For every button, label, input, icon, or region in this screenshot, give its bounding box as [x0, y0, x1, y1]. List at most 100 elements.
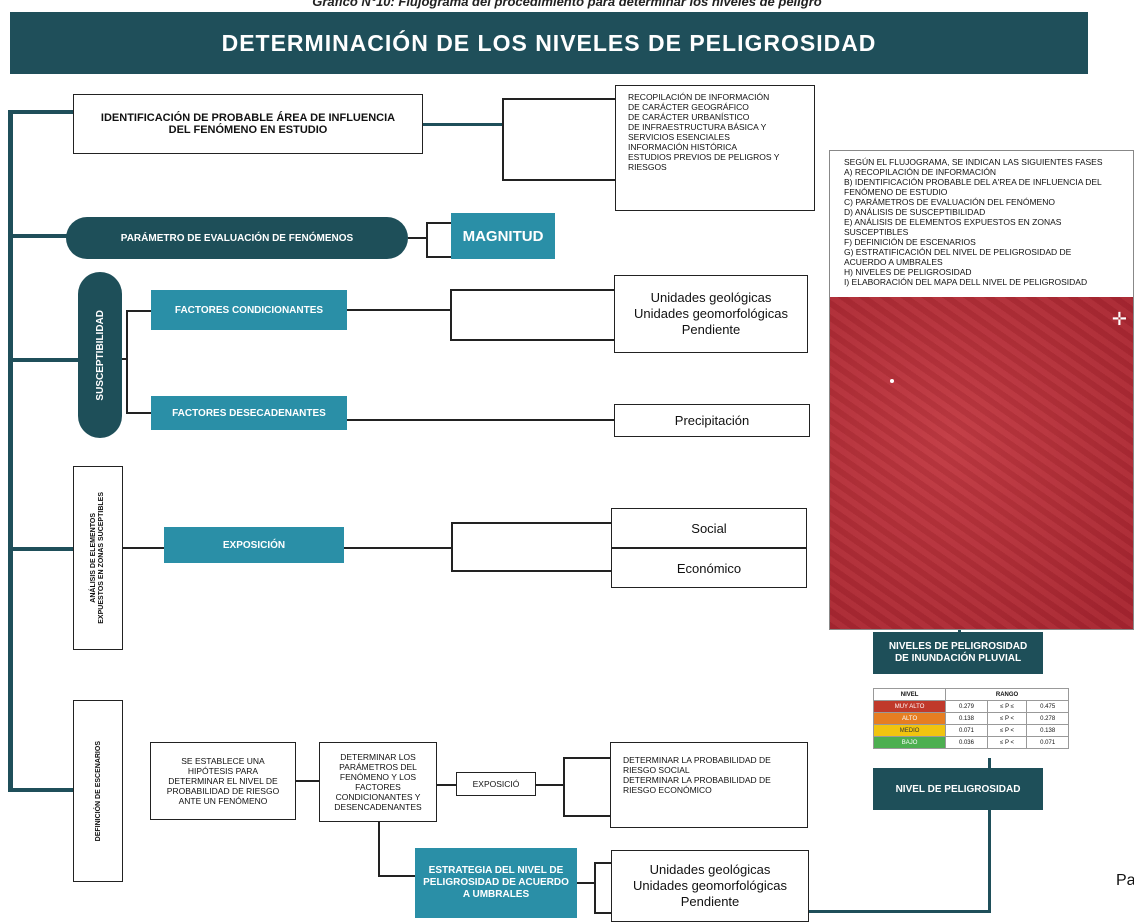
info-line: ESTUDIOS PREVIOS DE PELIGROS Y: [628, 152, 780, 162]
magnitud-box: MAGNITUD: [451, 213, 555, 259]
branch-escenarios: [8, 788, 74, 792]
magnitud-label: MAGNITUD: [462, 227, 544, 245]
fase-line: E) ANÁLISIS DE ELEMENTOS EXPUESTOS EN ZO…: [844, 217, 1062, 227]
parametro-connector: [408, 237, 426, 239]
exposicion-bracket: [451, 522, 453, 572]
hipotesis-connector: [296, 780, 320, 782]
parametro-bracket: [426, 222, 428, 258]
exposicion-label: EXPOSICIÓN: [222, 539, 286, 551]
probabilidad-economico: DETERMINAR LA PROBABILIDAD DE RIESGO ECO…: [623, 775, 771, 795]
susceptibilidad-connector: [122, 358, 128, 360]
table-header-nivel: NIVEL: [872, 688, 947, 701]
hipotesis-label: SE ESTABLECE UNA HIPÓTESIS PARA DETERMIN…: [166, 756, 280, 806]
exposicion-connector-right: [344, 547, 452, 549]
info-line: DE CARÁCTER URBANÍSTICO: [628, 112, 750, 122]
nivel-peligrosidad-box: NIVEL DE PELIGROSIDAD: [873, 768, 1043, 810]
exposicion-box: EXPOSICIÓN: [164, 527, 344, 563]
identificacion-box: IDENTIFICACIÓN DE PROBABLE ÁREA DE INFLU…: [73, 94, 423, 154]
info-line: RECOPILACIÓN DE INFORMACIÓN: [628, 92, 770, 102]
condicionantes-bracket-top: [450, 289, 616, 291]
info-line: DE CARÁCTER GEOGRÁFICO: [628, 102, 749, 112]
estrategia-out-connector: [577, 882, 595, 884]
range-low-cell: 0.071: [945, 724, 988, 737]
fase-line: F) DEFINICIÓN DE ESCENARIOS: [844, 237, 976, 247]
fase-line: A) RECOPILACIÓN DE INFORMACIÓN: [844, 167, 997, 177]
map-marker-icon: [890, 379, 894, 383]
range-high-cell: 0.475: [1026, 700, 1069, 713]
fase-line: C) PARÁMETROS DE EVALUACIÓN DEL FENÓMENO: [844, 197, 1055, 207]
info-line: DE INFRAESTRUCTURA BÁSICA Y: [628, 122, 767, 132]
north-arrow-icon: ✛: [1111, 309, 1127, 329]
niveles-title-box: NIVELES DE PELIGROSIDAD DE INUNDACIÓN PL…: [873, 632, 1043, 674]
range-op-cell: ≤ P <: [986, 712, 1028, 725]
table-row: MUY ALTO 0.279 ≤ P ≤ 0.475: [872, 700, 1069, 713]
susceptibilidad-label: SUSCEPTIBILIDAD: [94, 309, 106, 401]
exposicio-label: EXPOSICIÓ: [472, 779, 520, 789]
estrategia-horizontal-connector: [378, 875, 416, 877]
estrategia-items-box: Unidades geológicas Unidades geomorfológ…: [611, 850, 809, 922]
table-row: MEDIO 0.071 ≤ P < 0.138: [872, 724, 1069, 737]
identificacion-title-line1: IDENTIFICACIÓN DE PROBABLE ÁREA DE INFLU…: [100, 112, 396, 124]
parametro-pill: PARÁMETRO DE EVALUACIÓN DE FENÓMENOS: [66, 217, 408, 259]
range-op-cell: ≤ P ≤: [986, 700, 1028, 713]
table-to-nivel-connector: [988, 758, 991, 770]
estrategia-bracket-top: [594, 862, 612, 864]
nivel-cell: MUY ALTO: [872, 700, 947, 713]
range-high-cell: 0.138: [1026, 724, 1069, 737]
nivel-to-estrategia-connector: [809, 910, 991, 913]
estrategia-bracket: [594, 862, 596, 914]
fase-line: B) IDENTIFICACIÓN PROBABLE DEL A'REA DE …: [844, 177, 1102, 187]
estrategia-box: ESTRATEGIA DEL NIVEL DE PELIGROSIDAD DE …: [415, 848, 577, 918]
fase-line: H) NIVELES DE PELIGROSIDAD: [844, 267, 972, 277]
identificacion-connector: [423, 123, 503, 126]
susceptibilidad-bracket: [126, 310, 128, 414]
estrategia-item: Unidades geológicas: [649, 862, 771, 877]
branch-identificacion: [8, 110, 73, 114]
exposicion-bracket-bottom: [451, 570, 612, 572]
branch-parametro: [8, 234, 68, 238]
factores-desencadenantes-label: FACTORES DESECADENANTES: [172, 407, 326, 419]
fases-box: SEGÚN EL FLUJOGRAMA, SE INDICAN LAS SIGU…: [830, 151, 1133, 297]
nivel-cell: BAJO: [872, 736, 947, 749]
page-number-fragment: Pa: [1116, 872, 1134, 889]
escenarios-section-box: DEFINICIÓN DE ESCENARIOS: [73, 700, 123, 882]
diagram-title-banner: DETERMINACIÓN DE LOS NIVELES DE PELIGROS…: [10, 12, 1088, 74]
susceptibilidad-bracket-bottom: [126, 412, 152, 414]
parametro-bracket-top: [426, 222, 452, 224]
diagram-title: DETERMINACIÓN DE LOS NIVELES DE PELIGROS…: [221, 29, 877, 56]
range-low-cell: 0.279: [945, 700, 988, 713]
range-high-cell: 0.071: [1026, 736, 1069, 749]
factores-condicionantes-box: FACTORES CONDICIONANTES: [151, 290, 347, 330]
exposicion-section-label-line1: ANÁLISIS DE ELEMENTOS: [90, 513, 97, 603]
parametros-box: DETERMINAR LOS PARÁMETROS DEL FENÓMENO Y…: [319, 742, 437, 822]
range-op-cell: ≤ P <: [986, 736, 1028, 749]
economico-box: Económico: [611, 548, 807, 588]
parametro-bracket-bottom: [426, 256, 452, 258]
recopilacion-info-box: RECOPILACIÓN DE INFORMACIÓN DE CARÁCTER …: [615, 85, 815, 211]
fase-line: SUSCEPTIBLES: [844, 227, 909, 237]
escenarios-section-label: DEFINICIÓN DE ESCENARIOS: [94, 740, 102, 842]
estrategia-label: ESTRATEGIA DEL NIVEL DE PELIGROSIDAD DE …: [423, 865, 569, 900]
branch-susceptibilidad: [8, 358, 80, 362]
desencadenantes-connector: [347, 419, 615, 421]
parametro-label: PARÁMETRO DE EVALUACIÓN DE FENÓMENOS: [120, 232, 354, 244]
economico-label: Económico: [676, 560, 742, 576]
fase-line: SEGÚN EL FLUJOGRAMA, SE INDICAN LAS SIGU…: [844, 157, 1103, 167]
fase-line: ACUERDO A UMBRALES: [844, 257, 943, 267]
fase-line: D) ANÁLISIS DE SUSCEPTIBILIDAD: [844, 207, 986, 217]
probabilidad-bracket-bottom: [563, 815, 611, 817]
identificacion-title-line2: DEL FENÓMENO EN ESTUDIO: [168, 124, 328, 136]
parametros-connector: [437, 784, 457, 786]
table-row: BAJO 0.036 ≤ P < 0.071: [872, 736, 1069, 749]
parametros-label: DETERMINAR LOS PARÁMETROS DEL FENÓMENO Y…: [334, 752, 422, 812]
niveles-title-line2: DE INUNDACIÓN PLUVIAL: [894, 653, 1022, 664]
exposicion-bracket-top: [451, 522, 612, 524]
main-connector: [8, 110, 13, 792]
hipotesis-box: SE ESTABLECE UNA HIPÓTESIS PARA DETERMIN…: [150, 742, 296, 820]
condicionantes-bracket: [450, 289, 452, 341]
table-row: ALTO 0.138 ≤ P < 0.278: [872, 712, 1069, 725]
social-box: Social: [611, 508, 807, 548]
map-panel: SEGÚN EL FLUJOGRAMA, SE INDICAN LAS SIGU…: [829, 150, 1134, 630]
identificacion-bracket-top: [502, 98, 616, 100]
exposicion-connector-left: [123, 547, 165, 549]
